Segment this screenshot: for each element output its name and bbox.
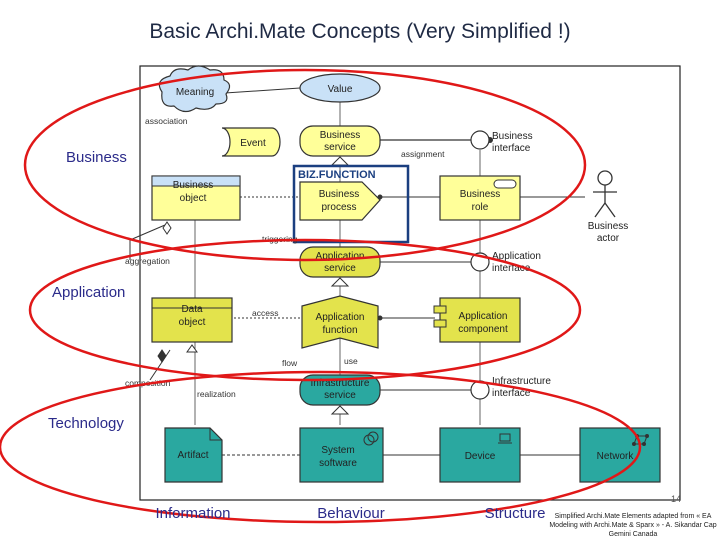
data-object-element: Data object (151, 297, 233, 343)
triggering-label: triggering (262, 234, 298, 244)
business-interface-element: Business interface (470, 130, 533, 154)
credit-line-3: Gemini Canada (609, 531, 658, 538)
realization-triangle-data (186, 344, 198, 353)
application-interface-label-1: Application (492, 251, 541, 262)
use-label: use (344, 356, 358, 366)
flow-label: flow (282, 358, 298, 368)
application-service-label-1: Application (316, 251, 365, 262)
business-process-element: Business process (299, 181, 381, 221)
business-role-label-2: role (472, 202, 489, 213)
realization-triangle-1 (330, 156, 350, 166)
axis-label-information: Information (155, 505, 230, 522)
device-label: Device (465, 451, 496, 462)
business-interface-label-1: Business (492, 131, 533, 142)
infrastructure-service-element: Infrastructure service (299, 374, 381, 406)
biz-function-label: BIZ.FUNCTION (298, 169, 376, 181)
business-service-label-2: service (324, 142, 356, 153)
axis-label-structure: Structure (485, 505, 546, 522)
credit-line-1: Simplified Archi.Mate Elements adapted f… (555, 513, 712, 520)
device-element: Device (439, 427, 521, 483)
realization-triangle-2 (330, 277, 350, 287)
application-component-label-1: Application (459, 311, 508, 322)
system-software-label-1: System (321, 445, 354, 456)
business-object-element: Business object (151, 175, 241, 221)
business-object-label-1: Business (173, 180, 214, 191)
association-label: association (145, 116, 188, 126)
application-component-element: Application component (433, 297, 521, 343)
event-label: Event (240, 138, 266, 149)
value-label: Value (328, 84, 353, 95)
infrastructure-interface-label-1: Infrastructure (492, 376, 551, 387)
event-element: Event (221, 127, 281, 157)
network-label: Network (597, 451, 635, 462)
business-layer-ellipse (23, 68, 587, 262)
technology-layer-ellipse (0, 370, 642, 524)
business-role-label-1: Business (460, 189, 501, 200)
business-object-label-2: object (180, 193, 207, 204)
business-actor-label-1: Business (588, 221, 629, 232)
business-actor-label-2: actor (597, 233, 620, 244)
application-component-label-2: component (458, 324, 508, 335)
business-interface-label-2: interface (492, 143, 531, 154)
meaning-element: Meaning (158, 65, 231, 113)
system-software-label-2: software (319, 458, 357, 469)
business-actor-element: Business actor (588, 170, 629, 244)
meaning-label: Meaning (176, 87, 214, 98)
infrastructure-service-label-1: Infrastructure (311, 378, 370, 389)
artifact-label: Artifact (177, 450, 208, 461)
composition-diamond (157, 349, 167, 363)
data-object-label-1: Data (181, 304, 203, 315)
application-function-element: Application function (301, 295, 379, 349)
aggregation-line (129, 224, 166, 241)
data-object-label-2: object (179, 317, 206, 328)
realization-triangle-3 (330, 405, 350, 415)
business-service-label-1: Business (320, 130, 361, 141)
layer-label-technology: Technology (48, 415, 124, 432)
application-service-element: Application service (299, 246, 381, 278)
artifact-element: Artifact (164, 427, 223, 483)
layer-label-application: Application (52, 284, 125, 301)
page-title: Basic Archi.Mate Concepts (Very Simplifi… (149, 20, 571, 43)
assignment-label: assignment (401, 149, 445, 159)
business-role-element: Business role (439, 175, 521, 221)
realization-label: realization (197, 389, 236, 399)
credit-line-2: Modeling with Archi.Mate & Sparx » - A. … (549, 522, 716, 529)
application-layer-ellipse (28, 238, 582, 382)
aggregation-label: aggregation (125, 256, 170, 266)
business-service-element: Business service (299, 125, 381, 157)
page-number: 14 (671, 494, 681, 504)
business-process-label-1: Business (319, 189, 360, 200)
diagram-frame (139, 65, 681, 501)
application-service-label-2: service (324, 263, 356, 274)
access-label: access (252, 308, 278, 318)
business-process-label-2: process (321, 202, 356, 213)
aggregation-diamond (162, 221, 172, 235)
infrastructure-interface-label-2: interface (492, 388, 531, 399)
system-software-icon (363, 434, 375, 446)
application-function-label-1: Application (316, 312, 365, 323)
axis-label-behaviour: Behaviour (317, 505, 385, 522)
system-software-element: System software (299, 427, 384, 483)
device-icon (499, 433, 511, 442)
application-function-label-2: function (322, 325, 357, 336)
layer-label-business: Business (66, 149, 127, 166)
application-interface-label-2: interface (492, 263, 531, 274)
infrastructure-service-label-2: service (324, 390, 356, 401)
composition-line (149, 349, 171, 381)
value-element: Value (299, 73, 381, 103)
